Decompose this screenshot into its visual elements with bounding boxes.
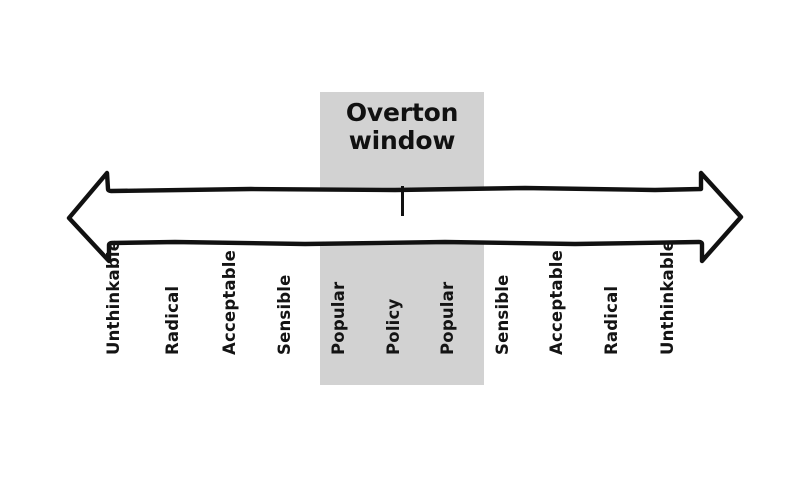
spectrum-label-popular-right: Popular (438, 281, 457, 355)
spectrum-label-unthinkable-left: Unthinkable (104, 239, 123, 355)
title-line-1: Overton (345, 98, 459, 127)
spectrum-double-arrow-icon (66, 170, 744, 264)
policy-position-tick (401, 186, 404, 216)
spectrum-label-acceptable-right: Acceptable (547, 249, 566, 355)
spectrum-label-radical-left: Radical (163, 285, 182, 355)
spectrum-label-popular-left: Popular (329, 281, 348, 355)
spectrum-label-sensible-left: Sensible (275, 274, 294, 355)
spectrum-label-radical-right: Radical (602, 285, 621, 355)
spectrum-label-unthinkable-right: Unthinkable (658, 239, 677, 355)
title-line-2: window (348, 126, 456, 155)
overton-window-title: Overton window (320, 99, 484, 155)
spectrum-label-acceptable-left: Acceptable (220, 249, 239, 355)
spectrum-label-policy: Policy (384, 298, 403, 355)
spectrum-label-sensible-right: Sensible (493, 274, 512, 355)
